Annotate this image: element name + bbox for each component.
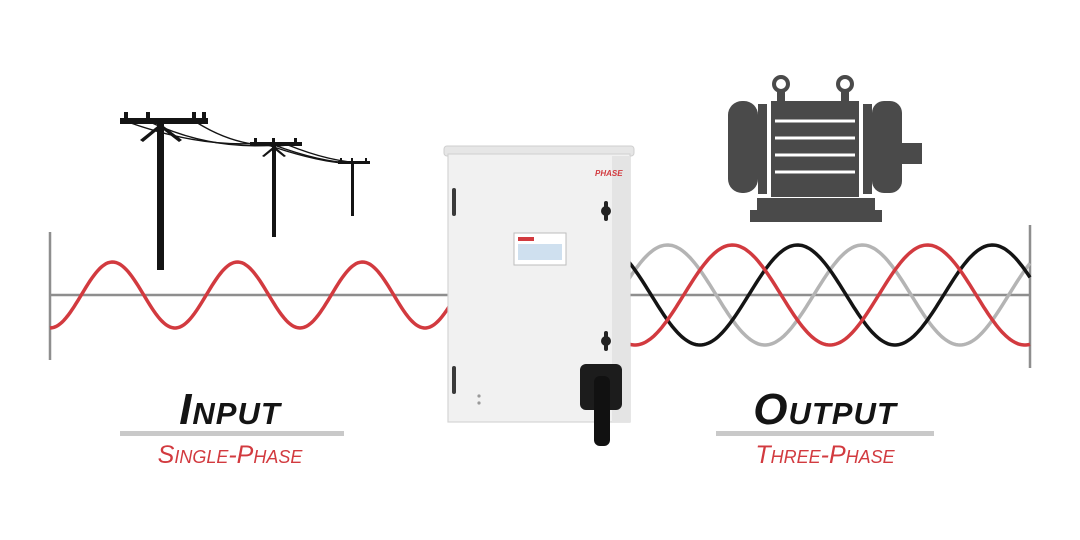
input-title: Input (179, 385, 281, 434)
input-subtitle: Single-Phase (157, 441, 303, 469)
utility-pole-icon (250, 138, 302, 237)
electric-motor-icon (728, 75, 922, 222)
cabinet-brand-label: PHASE (595, 169, 623, 178)
disconnect-handle (594, 376, 610, 446)
input-divider (120, 431, 344, 436)
output-subtitle: Three-Phase (755, 441, 895, 469)
output-title: Output (753, 385, 897, 434)
output-caption: Output (700, 388, 950, 432)
utility-pole-icon (338, 158, 370, 216)
single-phase-wave (49, 260, 456, 330)
utility-pole-icon (120, 112, 208, 270)
three-phase-wave-black (626, 243, 1032, 347)
input-caption: Input (110, 388, 350, 432)
phase-converter-cabinet (443, 145, 635, 446)
output-divider (716, 431, 934, 436)
motor-fins (775, 119, 855, 174)
input-subcaption: Single-Phase (110, 443, 350, 468)
output-subcaption: Three-Phase (700, 443, 950, 468)
three-phase-wave-red (627, 243, 1031, 347)
